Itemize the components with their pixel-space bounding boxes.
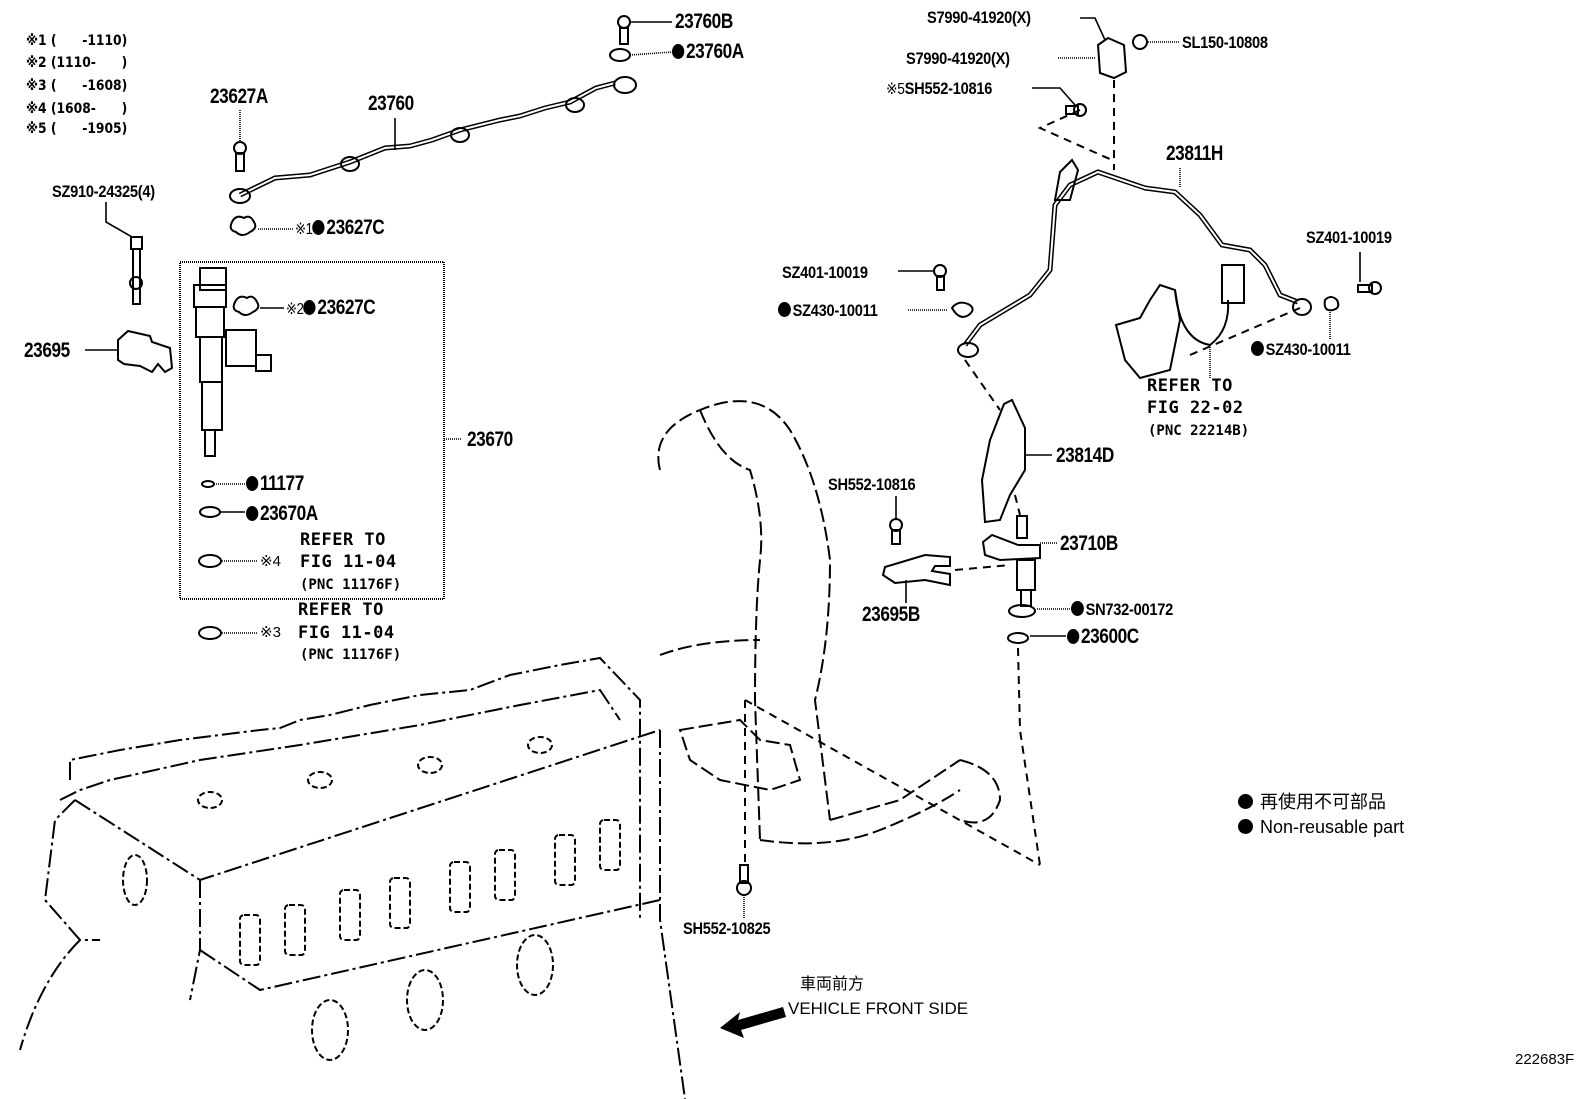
reference-line: REFER TO [1147,376,1233,396]
part-label-sh552-10825[interactable]: SH552-10825 [683,919,771,938]
seal-23670a-shape [199,506,221,518]
bolt-sz910-shape [129,236,143,305]
bolt-sh552-top-shape [1065,103,1087,117]
part-label-23695[interactable]: 23695 [24,339,70,362]
non-reusable-icon [1251,341,1264,356]
reference-line: FIG 22-02 [1147,398,1244,418]
clamp-23695-shape [117,329,174,374]
part-label-sz401-10019-left[interactable]: SZ401-10019 [782,263,868,282]
part-label-23811h[interactable]: 23811H [1166,142,1223,165]
injector-assembly-box [179,261,445,600]
non-reusable-icon [246,476,259,491]
assembly-dashed-lines [744,80,1301,866]
reference-line: FIG 11-04 [298,623,395,643]
clip-s7990-shape [1096,36,1128,80]
gasket-23627c-2-shape [232,295,260,316]
legend-item-en: Non-reusable part [1238,818,1404,836]
legend-item-jp: 再使用不可部品 [1238,793,1386,811]
part-label-sl150-10808[interactable]: SL150-10808 [1182,33,1268,52]
pipe-phantom-shape [657,400,1002,845]
footnote-2: ※2 (1110- ) [26,55,128,71]
part-label-23670[interactable]: 23670 [467,428,513,451]
leak-off-pipe [229,76,637,204]
vehicle-front-arrow-icon [720,1007,786,1038]
reference-line: FIG 11-04 [300,552,397,572]
pump-reference-shape [1114,264,1245,380]
part-label-s7990-41920-b[interactable]: S7990-41920(X) [906,49,1010,68]
reference-line: (PNC 11176F) [300,647,402,663]
part-label-sz401-10019-right[interactable]: SZ401-10019 [1306,228,1392,247]
part-label-23627a[interactable]: 23627A [210,85,268,108]
non-reusable-icon [1238,819,1253,834]
engine-block-phantom [19,656,686,1099]
direction-en: VEHICLE FRONT SIDE [788,999,969,1018]
part-label-23760a[interactable]: 23760A [672,41,744,62]
non-reusable-icon [672,44,685,59]
bolt-sz401-right-shape [1357,281,1382,295]
bolt-sz401-left-shape [933,264,947,291]
washer-ref-3-shape [198,626,222,640]
part-label-23760[interactable]: 23760 [368,92,414,115]
non-reusable-icon [778,302,791,317]
non-reusable-icon [246,506,259,521]
part-label-s7990-41920-a[interactable]: S7990-41920(X) [927,8,1031,27]
non-reusable-icon [312,220,325,235]
reference-line: (PNC 11176F) [300,577,402,593]
footnote-mark: ※3 [260,624,281,641]
figure-code: 222683F [1515,1051,1575,1068]
footnote-1: ※1 ( -1110) [26,33,128,49]
non-reusable-icon [303,300,316,315]
sensor-23710b-shape [981,515,1041,607]
part-label-sh552-10816-mid[interactable]: SH552-10816 [828,475,916,494]
gasket-23760a-shape [609,48,631,62]
footnote-5: ※5 ( -1905) [26,121,128,137]
part-label-23710b[interactable]: 23710B [1060,532,1118,555]
engine-ports [122,736,621,1061]
direction-jp: 車両前方 [800,976,865,993]
reference-line: REFER TO [300,530,386,550]
part-label-23695b[interactable]: 23695B [862,603,920,626]
washer-sz430-right-shape [1323,296,1340,312]
footnote-mark: ※4 [260,553,281,570]
nut-sl150-shape [1132,34,1148,50]
part-label-sz430-10011-right[interactable]: SZ430-10011 [1251,341,1351,358]
bolt-sh552-mid-shape [889,518,903,545]
washer-ref-4-shape [198,554,222,568]
injector-shape [193,267,272,457]
non-reusable-icon [1071,601,1084,616]
part-label-sz910-24325[interactable]: SZ910-24325(4) [52,182,155,201]
washer-sn732-shape [1008,604,1036,618]
part-label-sh552-10816-top[interactable]: ※5SH552-10816 [886,79,993,98]
footnote-4: ※4 (1608- ) [26,101,128,117]
cover-23814d-shape [980,398,1026,524]
seal-11177-shape [201,480,215,488]
washer-sz430-left-shape [950,301,974,318]
gasket-23600c-shape [1007,632,1029,644]
part-label-sn732-00172[interactable]: SN732-00172 [1071,601,1173,618]
bracket-23695b-shape [881,553,951,587]
leader-lines [85,17,1361,918]
part-label-23670a[interactable]: 23670A [246,503,318,524]
non-reusable-icon [1238,794,1253,809]
part-label-11177[interactable]: 11177 [246,473,304,494]
bolt-23627a-shape [233,141,247,172]
part-label-23814d[interactable]: 23814D [1056,444,1114,467]
footnote-3: ※3 ( -1608) [26,78,128,94]
gasket-23627c-1-shape [229,215,257,236]
reference-line: (PNC 22214B) [1148,423,1250,439]
part-label-sz430-10011-left[interactable]: SZ430-10011 [778,302,878,319]
pipe-23811h-shape [957,158,1312,358]
part-label-23600c[interactable]: 23600C [1067,626,1139,647]
bolt-sh552-10825-shape [736,864,752,896]
bolt-23760b-shape [617,15,631,45]
part-label-23760b[interactable]: 23760B [675,10,733,33]
non-reusable-icon [1067,629,1080,644]
reference-line: REFER TO [298,600,384,620]
